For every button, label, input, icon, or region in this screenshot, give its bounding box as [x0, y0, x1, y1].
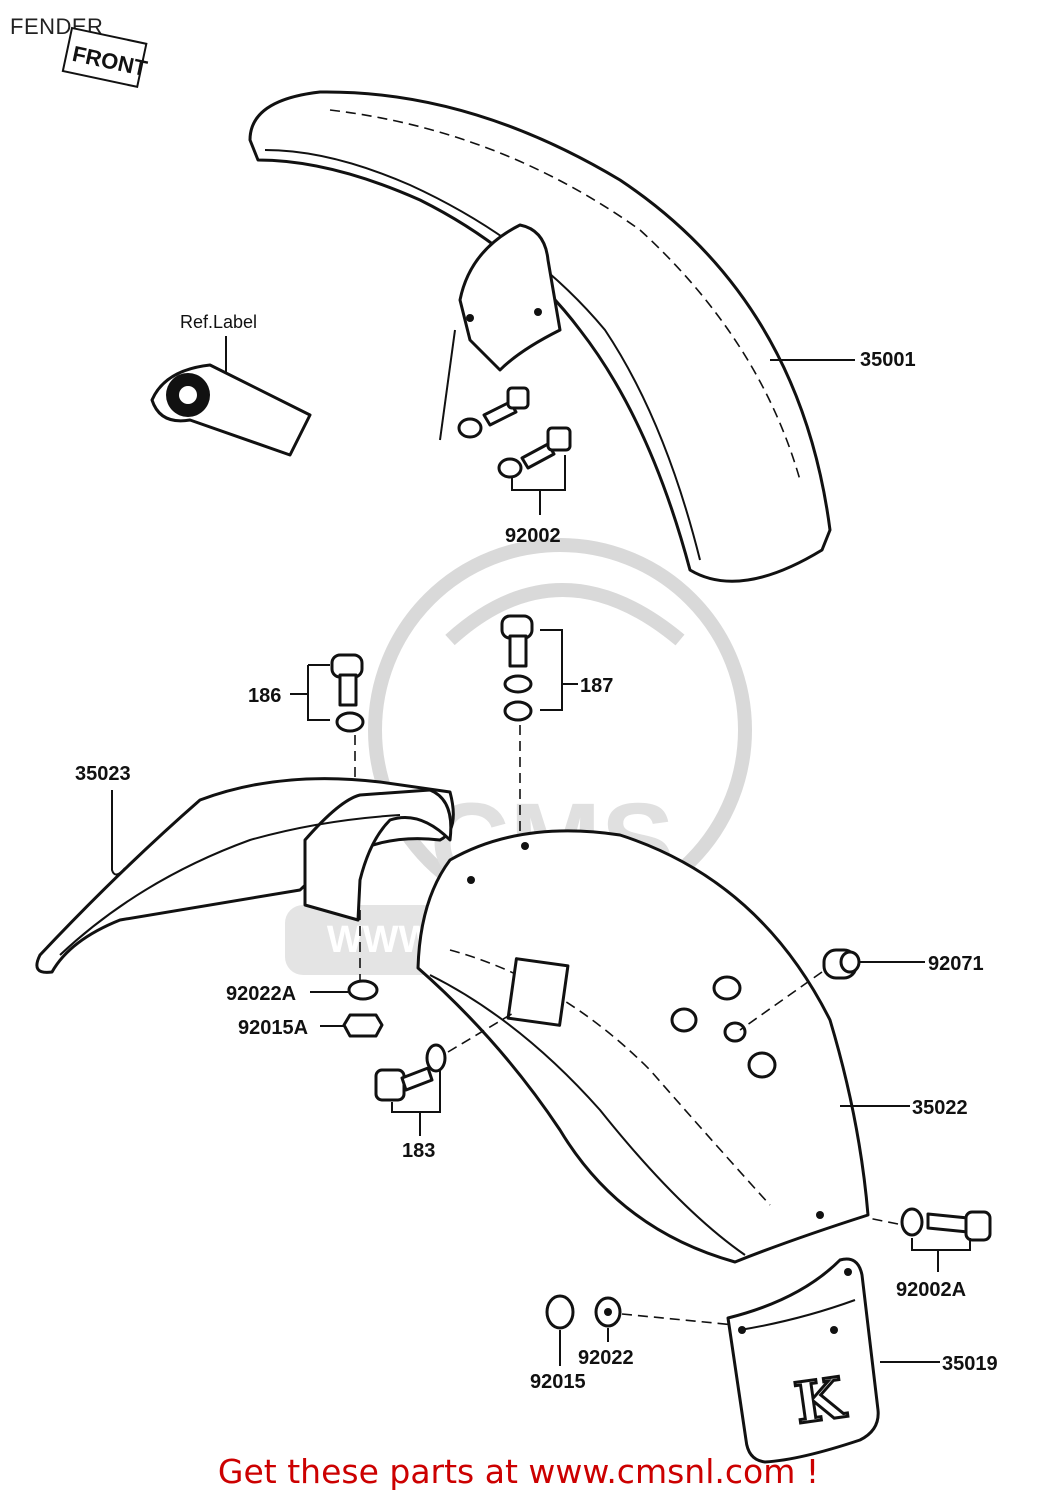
label-35019: 35019 — [942, 1353, 998, 1375]
bolt-shank — [926, 1212, 970, 1234]
bolt-head — [506, 386, 530, 410]
washer — [503, 700, 533, 722]
fender-hole — [747, 1051, 777, 1079]
bolt-shank — [338, 673, 358, 707]
rear-inner-fender-35023 — [35, 777, 455, 980]
rear-nut-washer — [545, 1294, 736, 1366]
mudflap-fold — [739, 1299, 856, 1331]
leader-92002A — [911, 1238, 971, 1272]
leader-35023 — [111, 790, 126, 876]
inner-fender-ridge — [59, 814, 401, 956]
bolt-head — [964, 1210, 992, 1242]
leader-186 — [290, 664, 330, 721]
washer — [900, 1207, 924, 1237]
bolt-shank — [508, 634, 528, 668]
label-92002: 92002 — [505, 525, 561, 547]
bolt-183-axis — [447, 1011, 516, 1053]
bolt-183 — [374, 1011, 516, 1136]
grommet-92071 — [739, 948, 925, 1031]
watermark-helmet-visor — [445, 583, 685, 646]
label-187: 187 — [580, 675, 613, 697]
washer — [335, 711, 365, 733]
label-92002A: 92002A — [896, 1279, 966, 1301]
label-35023: 35023 — [75, 763, 131, 785]
mudflap-hole — [844, 1268, 852, 1276]
washer-92022-hole — [604, 1308, 612, 1316]
bracket-hole — [534, 308, 542, 316]
mudflap-35019: K — [726, 1257, 940, 1464]
bolt-186 — [290, 653, 365, 810]
front-fender-35001 — [248, 90, 832, 583]
label-92022A: 92022A — [226, 983, 296, 1005]
rear-fender-ridge — [429, 974, 746, 1256]
label-183: 183 — [402, 1140, 435, 1162]
fender-hole — [723, 1021, 747, 1043]
front-tag-box — [61, 26, 148, 89]
nut-92015 — [545, 1294, 575, 1330]
rear-nut-axis — [621, 1313, 736, 1326]
front-fender-bracket — [458, 223, 562, 372]
label-35001: 35001 — [860, 349, 916, 371]
fender-mount-hole — [467, 876, 475, 884]
washer — [457, 417, 483, 439]
nut-washer-set — [310, 979, 384, 1038]
mudflap-hole — [830, 1326, 838, 1334]
label-92071: 92071 — [928, 953, 984, 975]
lock-washer — [503, 674, 533, 694]
fender-guide-line — [439, 329, 456, 441]
bolt-92002A-axis — [867, 1217, 899, 1225]
fender-mount-hole — [521, 842, 529, 850]
leader-183 — [391, 1070, 441, 1136]
bolt-92002A — [867, 1207, 992, 1272]
rear-fender-35022 — [416, 829, 910, 1264]
rear-fender-centerline — [449, 949, 771, 1206]
bolt-head — [546, 426, 572, 452]
front-indicator: FRONT — [61, 26, 150, 89]
ref-label-text: Ref.Label — [180, 312, 257, 332]
washer — [497, 457, 523, 479]
mudflap-letter: K — [791, 1365, 851, 1437]
bracket-hole — [466, 314, 474, 322]
label-35022: 35022 — [912, 1097, 968, 1119]
nut-92015A — [342, 1013, 384, 1038]
bolt-187 — [500, 614, 578, 835]
ref-label-sticker: Ref.Label — [150, 312, 312, 457]
label-186: 186 — [248, 685, 281, 707]
fender-hole — [712, 975, 742, 1001]
fender-mount-hole — [816, 1211, 824, 1219]
fender-hole — [670, 1007, 698, 1033]
grommet-axis — [739, 971, 823, 1031]
rear-fender-body — [416, 829, 870, 1264]
bolt-head — [374, 1068, 406, 1102]
label-92015A: 92015A — [238, 1017, 308, 1039]
bolt-shank — [400, 1066, 434, 1092]
bolt-shank — [520, 442, 556, 470]
grommet-end — [839, 950, 861, 974]
ref-label-logo-inner — [179, 386, 197, 404]
front-fender-centerline — [329, 109, 801, 481]
leader-92002 — [511, 455, 566, 515]
washer-92022A — [347, 979, 379, 1001]
label-92015: 92015 — [530, 1371, 586, 1393]
bolts-92002 — [457, 386, 572, 515]
mudflap-hole — [738, 1326, 746, 1334]
front-fender-body — [248, 90, 832, 583]
footer-link-text[interactable]: Get these parts at www.cmsnl.com ! — [217, 1452, 820, 1491]
label-92022: 92022 — [578, 1347, 634, 1369]
fender-bracket-plate — [506, 957, 570, 1027]
washer — [425, 1043, 447, 1073]
mudflap-body — [726, 1257, 880, 1464]
inner-fender-bracket — [303, 788, 453, 922]
leader-187 — [540, 629, 578, 711]
